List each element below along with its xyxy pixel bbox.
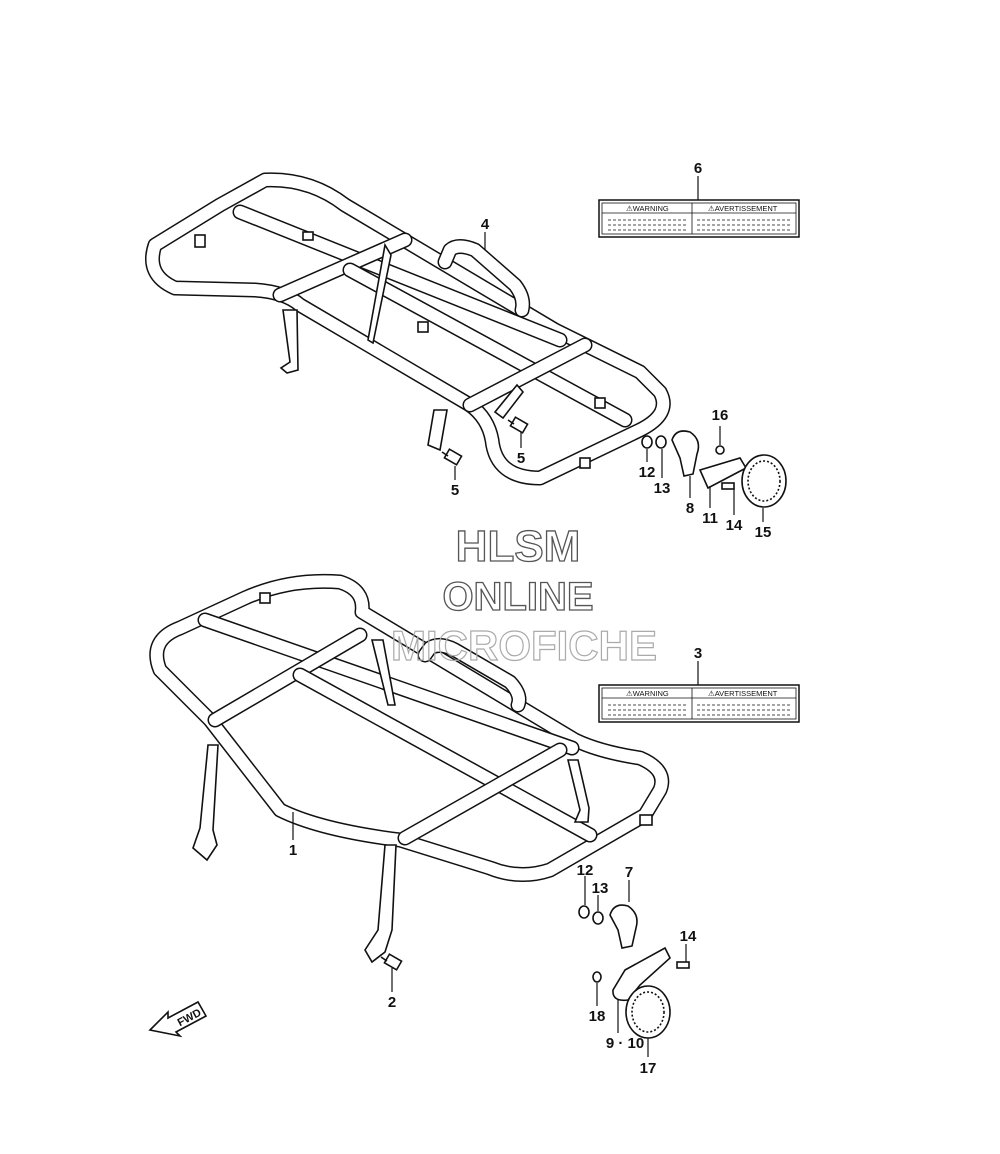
callout-9-10: 9 · 10	[606, 1035, 644, 1052]
callout-1: 1	[289, 842, 297, 859]
callout-3: 3	[694, 645, 702, 662]
callout-13a: 13	[654, 480, 671, 497]
front-bolt	[380, 953, 403, 971]
callout-12a: 12	[639, 464, 656, 481]
fwd-arrow-icon: FWD	[148, 1000, 208, 1038]
front-reflector-group	[578, 904, 690, 1039]
rear-bolt-a	[441, 448, 463, 466]
callout-16: 16	[712, 407, 729, 424]
callout-12b: 12	[577, 862, 594, 879]
callout-13b: 13	[592, 880, 609, 897]
label-3-avertissement-text: ⚠AVERTISSEMENT	[708, 689, 778, 698]
watermark-line-3: MICROFICHE	[391, 622, 657, 669]
rear-reflector-group	[641, 430, 787, 508]
watermark-line-1: HLSM	[456, 522, 581, 571]
warning-label-6: ⚠WARNING ⚠AVERTISSEMENT	[598, 199, 800, 238]
callout-4: 4	[481, 216, 490, 233]
callout-15: 15	[755, 524, 772, 541]
leader-lines	[292, 176, 764, 1057]
callout-14b: 14	[680, 928, 697, 945]
rear-carrier	[145, 172, 671, 486]
fwd-arrow-text: FWD	[176, 1007, 204, 1029]
callout-17: 17	[640, 1060, 657, 1077]
callout-8: 8	[686, 500, 694, 517]
callout-2: 2	[388, 994, 396, 1011]
callout-5b: 5	[517, 450, 525, 467]
label-3-warning-text: ⚠WARNING	[626, 689, 669, 698]
callout-7: 7	[625, 864, 633, 881]
callout-5a: 5	[451, 482, 459, 499]
callout-14a: 14	[726, 517, 743, 534]
label-6-avertissement-text: ⚠AVERTISSEMENT	[708, 204, 778, 213]
watermark-line-2: ONLINE	[442, 575, 593, 619]
label-6-warning-text: ⚠WARNING	[626, 204, 669, 213]
callout-18: 18	[589, 1008, 606, 1025]
callout-6: 6	[694, 160, 702, 177]
rear-bolt-b	[507, 416, 529, 434]
callout-11: 11	[702, 510, 718, 527]
front-carrier	[149, 573, 670, 964]
warning-label-3: ⚠WARNING ⚠AVERTISSEMENT	[598, 684, 800, 723]
